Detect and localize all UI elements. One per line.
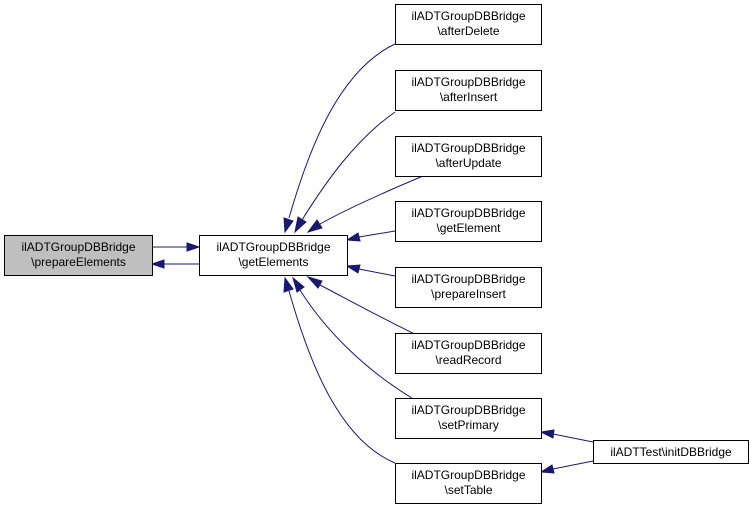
node-readrecord[interactable]: ilADTGroupDBBridge \readRecord — [395, 333, 542, 374]
node-readrecord-label-1: ilADTGroupDBBridge — [411, 338, 525, 352]
node-prepareinsert-label-1: ilADTGroupDBBridge — [411, 272, 525, 286]
node-getelement[interactable]: ilADTGroupDBBridge \getElement — [395, 201, 542, 242]
node-afterdelete-label-2: \afterDelete — [437, 24, 499, 38]
node-afterinsert-label-1: ilADTGroupDBBridge — [411, 75, 525, 89]
node-afterdelete[interactable]: ilADTGroupDBBridge \afterDelete — [395, 4, 542, 45]
node-afterdelete-label-1: ilADTGroupDBBridge — [411, 9, 525, 23]
edge-afterinsert-to-getelements — [294, 111, 396, 234]
edge-prepareinsert-to-getelements — [345, 264, 396, 277]
node-prepareelements-label-1: ilADTGroupDBBridge — [21, 240, 135, 254]
edge-initdbbridge-to-settable — [539, 460, 594, 474]
node-getelements-label-1: ilADTGroupDBBridge — [216, 240, 330, 254]
edge-getelement-to-getelements — [345, 230, 396, 242]
node-prepareinsert-label-2: \prepareInsert — [431, 287, 506, 301]
edge-settable-to-getelements — [283, 276, 396, 464]
node-setprimary[interactable]: ilADTGroupDBBridge \setPrimary — [395, 398, 542, 439]
edge-setprimary-to-getelements — [292, 276, 416, 401]
node-afterupdate[interactable]: ilADTGroupDBBridge \afterUpdate — [395, 136, 542, 177]
edge-getelements-to-prepareelements — [150, 259, 199, 269]
node-prepareelements-label-2: \prepareElements — [31, 255, 126, 269]
node-initdbbridge[interactable]: ilADTTest\initDBBridge — [593, 440, 749, 464]
edge-initdbbridge-to-setprimary — [539, 429, 594, 443]
node-afterupdate-label-2: \afterUpdate — [435, 156, 501, 170]
node-setprimary-label-1: ilADTGroupDBBridge — [411, 403, 525, 417]
edge-afterdelete-to-getelements — [283, 43, 396, 234]
node-setprimary-label-2: \setPrimary — [438, 418, 499, 432]
node-afterupdate-label-1: ilADTGroupDBBridge — [411, 141, 525, 155]
edge-readrecord-to-getelements — [306, 276, 424, 339]
node-afterinsert[interactable]: ilADTGroupDBBridge \afterInsert — [395, 70, 542, 111]
node-prepareinsert[interactable]: ilADTGroupDBBridge \prepareInsert — [395, 267, 542, 308]
node-settable-label-2: \setTable — [444, 483, 492, 497]
node-getelement-label-1: ilADTGroupDBBridge — [411, 206, 525, 220]
node-initdbbridge-label: ilADTTest\initDBBridge — [610, 445, 732, 459]
node-settable-label-1: ilADTGroupDBBridge — [411, 468, 525, 482]
node-settable[interactable]: ilADTGroupDBBridge \setTable — [395, 463, 542, 504]
node-getelement-label-2: \getElement — [436, 221, 501, 235]
edge-prepareelements-to-getelements — [152, 242, 201, 252]
node-getelements-label-2: \getElements — [238, 255, 308, 269]
node-prepareelements[interactable]: ilADTGroupDBBridge \prepareElements — [4, 235, 153, 276]
edge-afterupdate-to-getelements — [306, 175, 424, 233]
node-afterinsert-label-2: \afterInsert — [440, 90, 498, 104]
node-getelements[interactable]: ilADTGroupDBBridge \getElements — [199, 235, 348, 276]
node-readrecord-label-2: \readRecord — [435, 353, 501, 367]
